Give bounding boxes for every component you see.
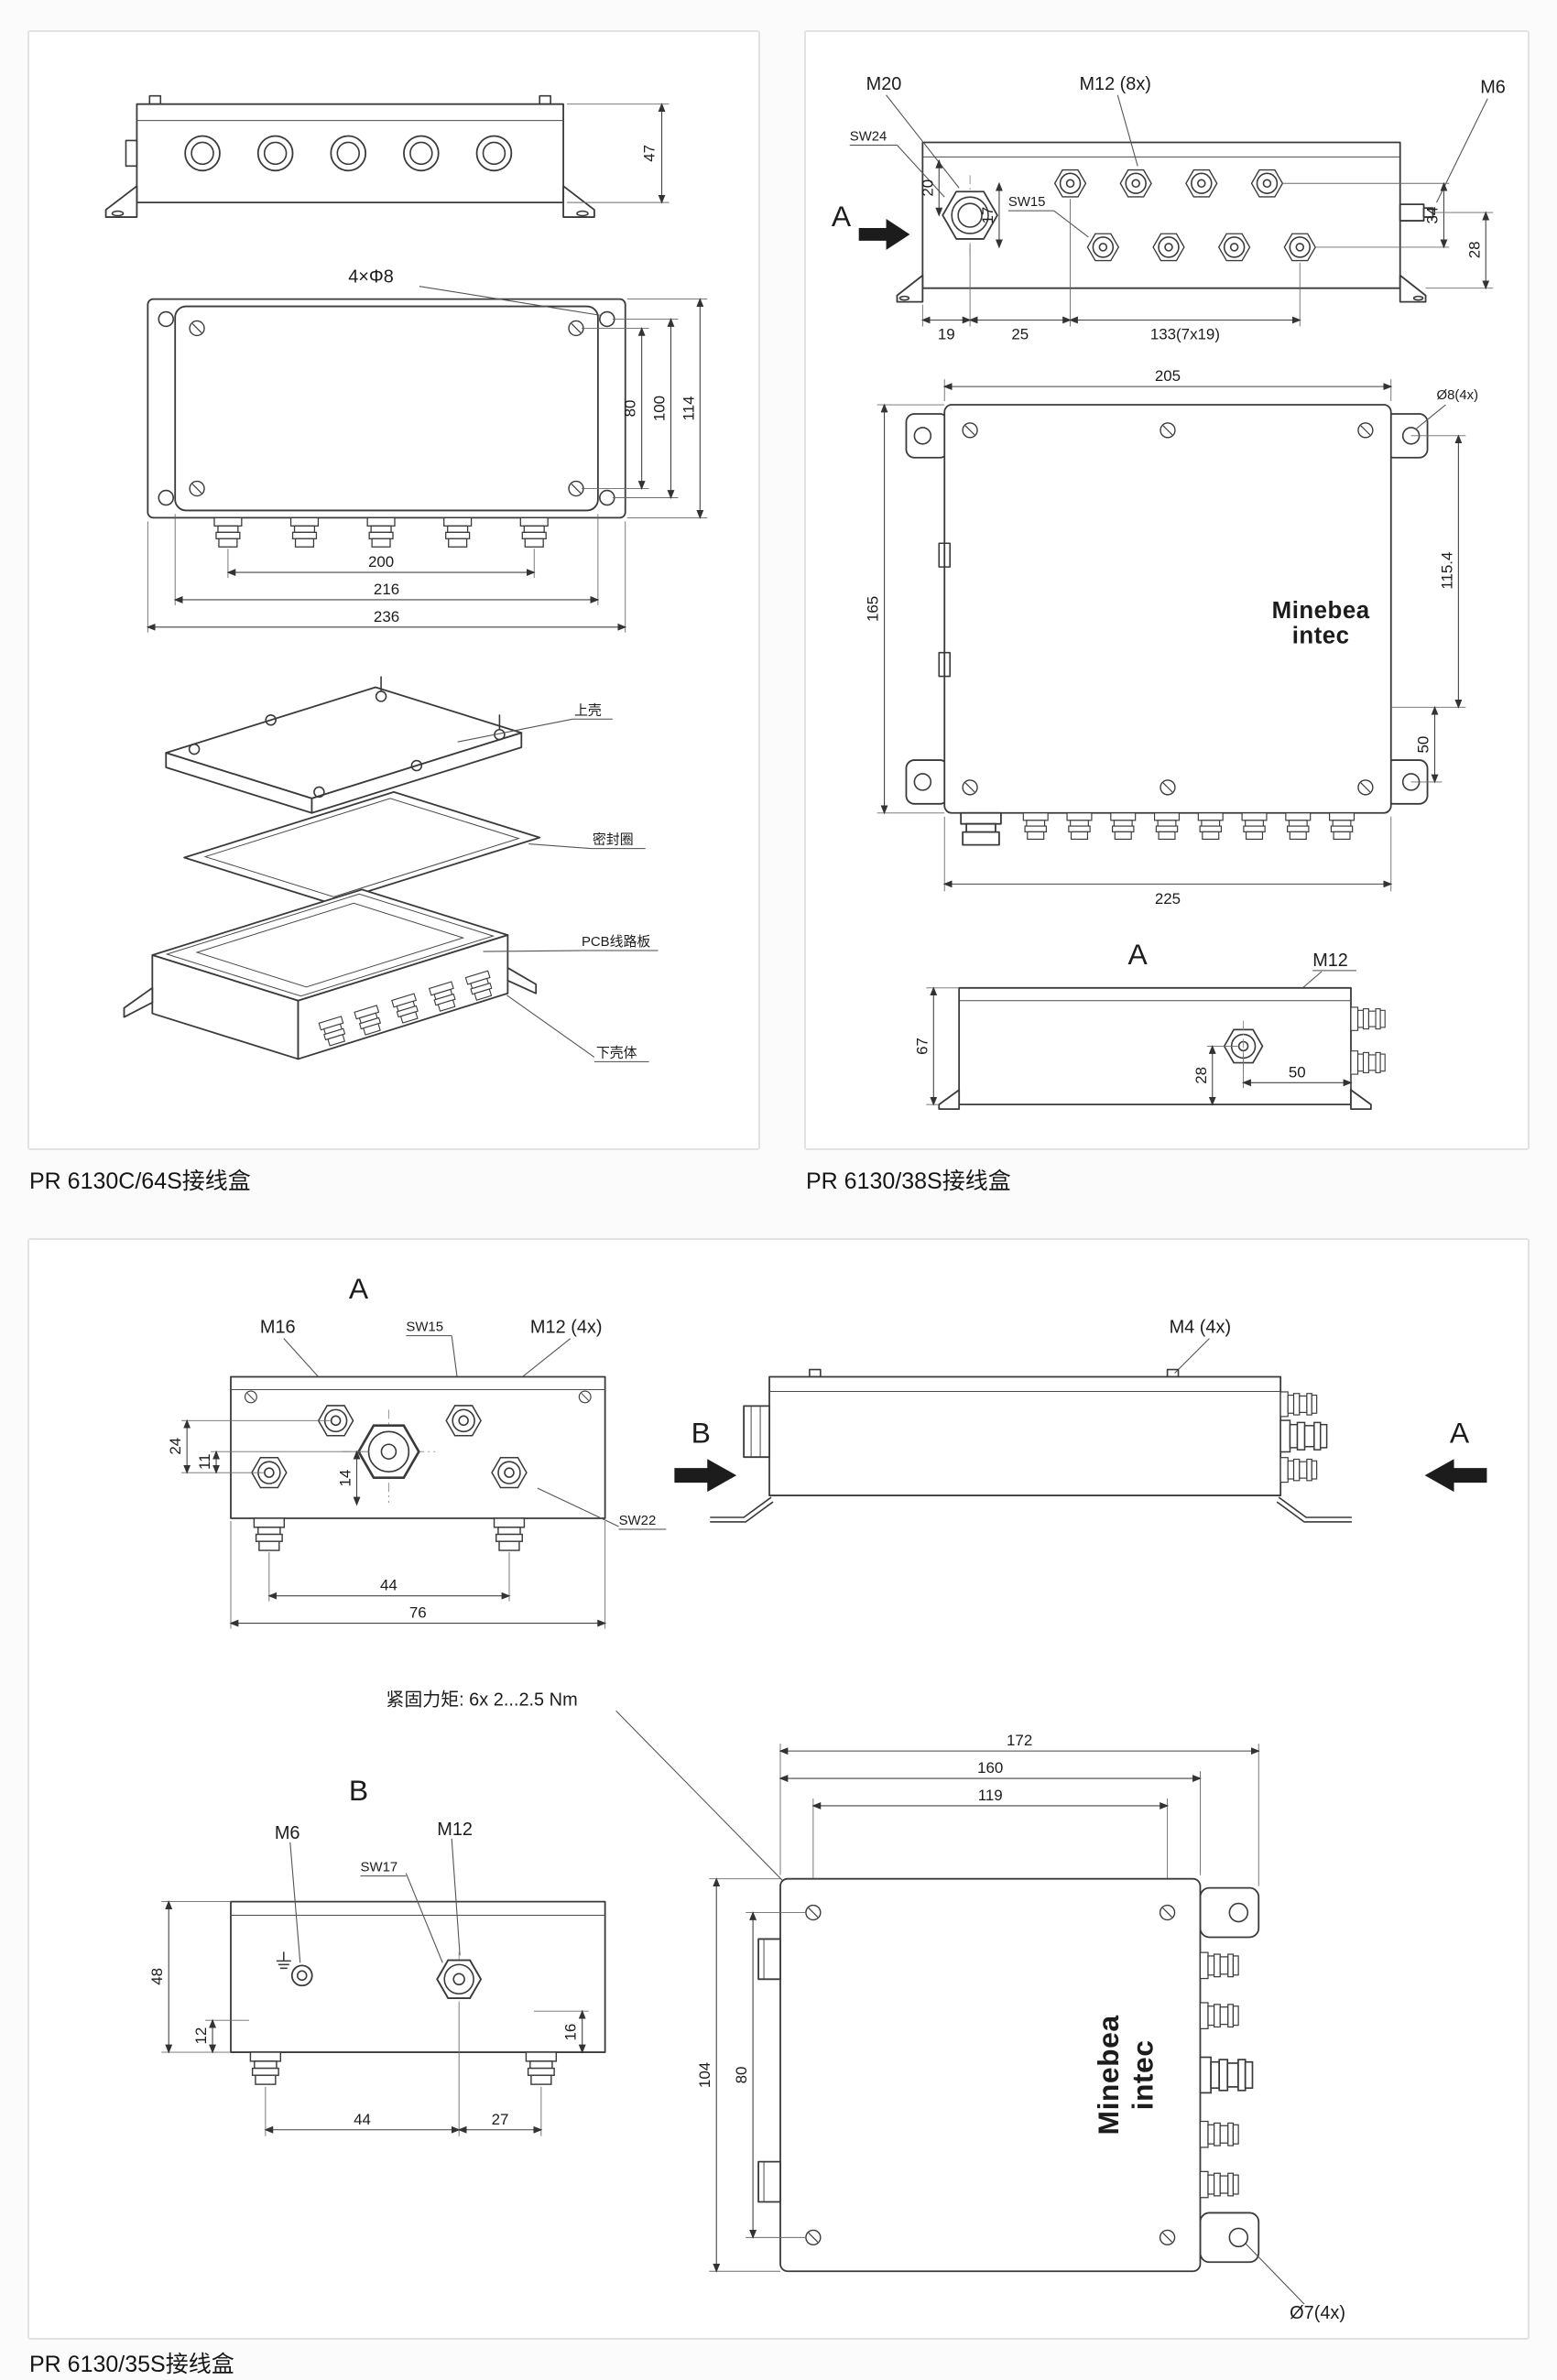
drawing-pr6130-35s: A M16 SW15 M12 (4x) 24 11 14 SW22	[148, 1272, 1487, 2323]
drawing-pr6130c64s: 47 4×Φ8 80 100 114 200	[104, 94, 708, 1062]
p2-dim-115: 115.4	[1438, 552, 1455, 590]
p3-dim-48: 48	[148, 1968, 166, 1985]
p3-brand-intec: intec	[1127, 2040, 1160, 2111]
p3-front-view: 172 160 119 Minebea intec 104 8	[696, 1732, 1345, 2323]
p3-glands-right	[1199, 1951, 1254, 2199]
p2-brand-intec: intec	[1292, 624, 1350, 649]
p3-view-a-title: A	[349, 1272, 369, 1305]
p2-label-m12-8x: M12 (8x)	[1079, 74, 1150, 94]
p2-dim-28b: 28	[1192, 1067, 1210, 1084]
p3-dim-27: 27	[492, 2111, 509, 2128]
p2-brand-minebea: Minebea	[1272, 598, 1370, 624]
p1-exploded-view: 上壳 密封圈 PCB线路板 下壳体	[123, 676, 659, 1062]
p3-label-m4-4x: M4 (4x)	[1170, 1318, 1232, 1338]
p3-torque-note: 紧固力矩: 6x 2...2.5 Nm	[386, 1689, 811, 1908]
p3-arrow-a-letter: A	[1450, 1416, 1470, 1449]
p3-label-sw15: SW15	[406, 1320, 443, 1335]
p1-glands-bottom	[213, 516, 549, 548]
p2-front-view: 205 Minebea intec Ø8(4x) 165 115.4 50	[865, 367, 1478, 907]
p3-dim-119: 119	[978, 1787, 1003, 1804]
p1-dim-236: 236	[374, 608, 399, 625]
panel-pr6130-35s: A M16 SW15 M12 (4x) 24 11 14 SW22	[27, 1238, 1530, 2340]
p3-dim-24: 24	[167, 1438, 184, 1455]
p3-dim-16: 16	[562, 2024, 580, 2041]
p2-view-a-letter: A	[832, 200, 852, 233]
p2-m12-hexes	[1053, 168, 1316, 262]
caption-pr6130-38s: PR 6130/38S接线盒	[806, 1168, 1011, 1194]
p1-dim-100: 100	[651, 396, 669, 421]
p3-label-sw22: SW22	[619, 1513, 657, 1528]
drawing-pr6130-38s: A M20 SW24 M12 (8x)	[832, 74, 1506, 1111]
p3-dim-80: 80	[733, 2067, 750, 2084]
p2-dim-50: 50	[1415, 736, 1432, 754]
p3-label-o7: Ø7(4x)	[1290, 2303, 1345, 2323]
p3-label-m16: M16	[260, 1318, 296, 1338]
p3-arrow-b-letter: B	[691, 1416, 711, 1449]
p3-dim-12: 12	[192, 2027, 210, 2045]
p3-dim-104: 104	[696, 2062, 713, 2088]
p3-side-view: M4 (4x) A	[710, 1318, 1487, 1523]
p3-view-a: A M16 SW15 M12 (4x) 24 11 14 SW22	[167, 1272, 737, 1629]
p2-view-a2-letter: A	[1128, 938, 1149, 971]
p2-dim-165: 165	[865, 596, 882, 622]
p2-dim-50b: 50	[1289, 1063, 1306, 1081]
p2-label-sw15: SW15	[1008, 194, 1046, 210]
p3-label-sw17: SW17	[361, 1860, 398, 1875]
p2-side-view-a: A M12 67 28 50	[913, 938, 1386, 1111]
p3-dim-14: 14	[337, 1470, 354, 1487]
p1-glands-front	[184, 135, 513, 172]
p1-label-4xphi8: 4×Φ8	[348, 267, 394, 288]
p1-dim-80: 80	[622, 400, 639, 418]
p3-dim-44: 44	[380, 1577, 397, 1594]
caption-pr6130-35s: PR 6130/35S接线盒	[29, 2352, 234, 2377]
p3-dim-44b: 44	[354, 2111, 371, 2128]
p2-dim-225: 225	[1155, 890, 1181, 907]
p3-arrow-a-icon	[1424, 1459, 1487, 1493]
p1-dim-47: 47	[641, 145, 659, 162]
p3-dim-160: 160	[977, 1759, 1003, 1777]
p3-dim-76: 76	[409, 1604, 427, 1622]
p2-dim-28: 28	[1465, 241, 1483, 258]
p1-plan-view: 4×Φ8 80 100 114 200 216 236	[146, 267, 708, 633]
p1-dim-216: 216	[374, 581, 399, 598]
p2-dim-20: 20	[919, 179, 936, 197]
p3-view-b-title: B	[349, 1774, 368, 1807]
p1-dim-114: 114	[680, 397, 697, 421]
p2-view-a-arrow-icon	[858, 219, 910, 250]
p1-front-elevation: 47	[104, 94, 670, 218]
p1-dim-200: 200	[368, 553, 394, 571]
p3-view-b: B M6 M12 SW17 48 12 16	[148, 1774, 606, 2136]
p3-dim-11: 11	[196, 1453, 213, 1470]
p2-dim-67: 67	[913, 1038, 931, 1055]
panel-pr6130-38s: A M20 SW24 M12 (8x)	[804, 30, 1530, 1150]
p2-dim-34: 34	[1424, 207, 1442, 224]
caption-pr6130c64s: PR 6130C/64S接线盒	[29, 1168, 251, 1194]
p3-torque-label: 紧固力矩: 6x 2...2.5 Nm	[386, 1689, 577, 1710]
p2-label-m12: M12	[1312, 951, 1348, 971]
p2-dim-25: 25	[1011, 325, 1029, 342]
p2-dim-205: 205	[1155, 367, 1181, 385]
p3-brand-minebea: Minebea	[1092, 2015, 1125, 2135]
p2-top-view: A M20 SW24 M12 (8x)	[832, 74, 1506, 343]
p2-dim-133: 133(7x19)	[1150, 325, 1220, 342]
p3-label-m6: M6	[275, 1823, 300, 1843]
p1-part-pcb: PCB线路板	[582, 933, 650, 950]
p3-label-m12: M12	[437, 1820, 473, 1840]
p2-glands-bottom	[960, 811, 1356, 846]
p2-label-m20: M20	[866, 74, 902, 94]
p1-part-upper-shell: 上壳	[574, 702, 602, 718]
p3-arrow-b-icon	[674, 1459, 737, 1493]
panel-pr6130c64s: 47 4×Φ8 80 100 114 200	[27, 30, 760, 1150]
p3-dim-172: 172	[1007, 1732, 1032, 1749]
p2-label-m6: M6	[1480, 78, 1506, 98]
p3-label-m12-4x: M12 (4x)	[530, 1318, 603, 1338]
p1-part-lower-shell: 下壳体	[596, 1045, 637, 1060]
p1-part-seal: 密封圈	[593, 832, 634, 848]
p2-dim-19: 19	[938, 325, 955, 342]
p2-label-sw24: SW24	[850, 128, 887, 144]
p2-label-o8: Ø8(4x)	[1437, 387, 1479, 403]
p2-dim-17: 17	[979, 207, 996, 224]
